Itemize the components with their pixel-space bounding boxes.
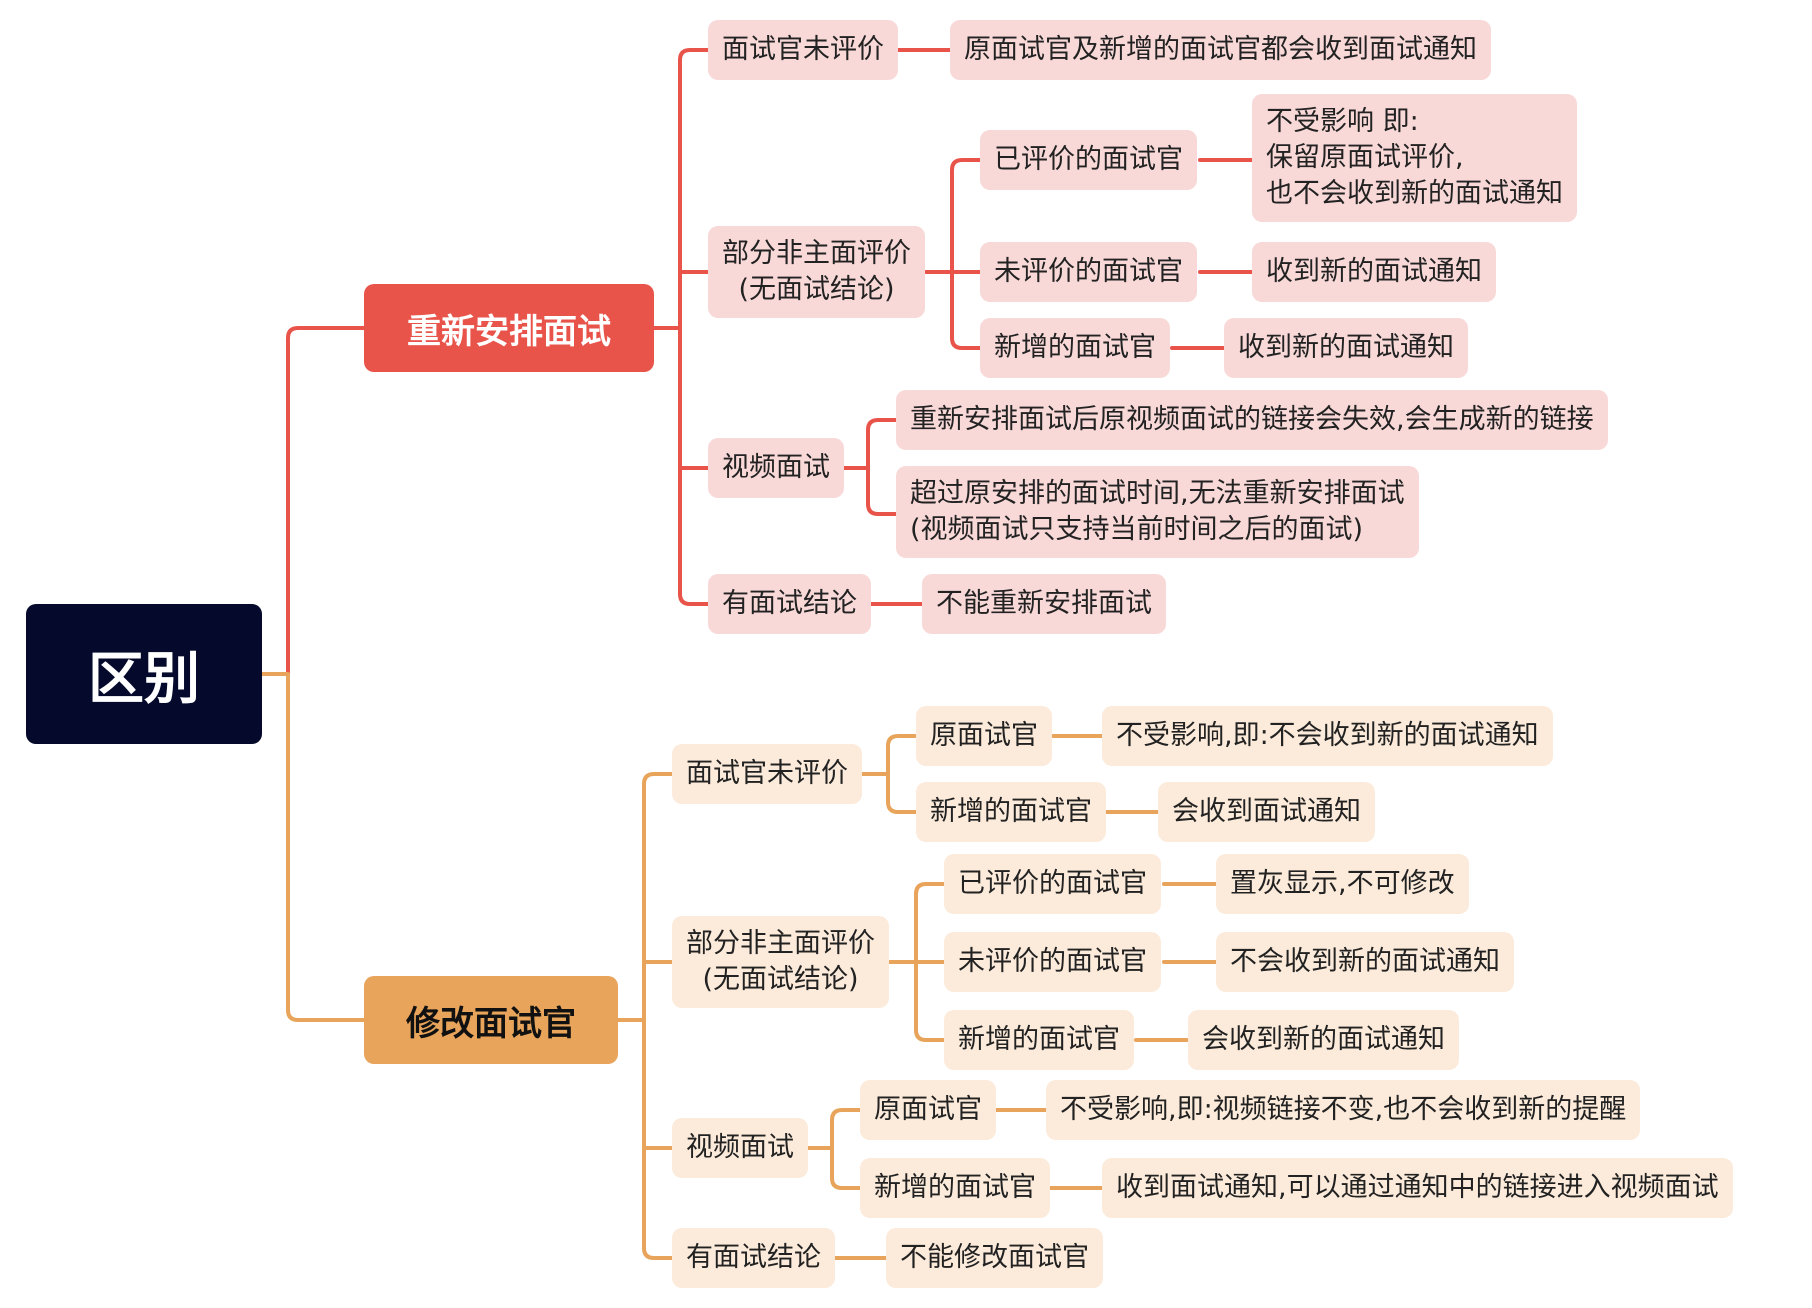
m-added2-result[interactable]: 会收到新的面试通知 (1188, 1010, 1459, 1070)
m-partial-label-line1: 部分非主面评价 (686, 928, 875, 959)
r-added-result[interactable]: 收到新的面试通知 (1224, 318, 1468, 378)
r-partial-node[interactable]: 部分非主面评价 (无面试结论) (708, 226, 925, 318)
r-reviewed-result-line1: 不受影响 即: (1266, 106, 1419, 137)
m-concluded-node[interactable]: 有面试结论 (672, 1228, 835, 1288)
r-video-note-2[interactable]: 超过原安排的面试时间,无法重新安排面试 (视频面试只支持当前时间之后的面试) (896, 466, 1419, 558)
r-partial-label-line1: 部分非主面评价 (722, 238, 911, 269)
r-video-note-2-line2: (视频面试只支持当前时间之后的面试) (910, 514, 1364, 545)
reschedule-interview-node[interactable]: 重新安排面试 (364, 284, 654, 372)
r-concluded-result[interactable]: 不能重新安排面试 (922, 574, 1166, 634)
m-video-node[interactable]: 视频面试 (672, 1118, 808, 1178)
m-notreviewed-node[interactable]: 未评价的面试官 (944, 932, 1161, 992)
m-video-added-node[interactable]: 新增的面试官 (860, 1158, 1050, 1218)
link-reschedule-spine (678, 48, 710, 606)
m-added-result[interactable]: 会收到面试通知 (1158, 782, 1375, 842)
link-root-reschedule (260, 326, 366, 676)
link-m-partial-spine (914, 882, 946, 1042)
link-r-video-spine (866, 418, 898, 516)
m-partial-node[interactable]: 部分非主面评价 (无面试结论) (672, 916, 889, 1008)
r-partial-label-line2: (无面试结论) (738, 274, 895, 305)
m-original-result[interactable]: 不受影响,即:不会收到新的面试通知 (1102, 706, 1553, 766)
modify-interviewer-node[interactable]: 修改面试官 (364, 976, 618, 1064)
r-video-note-1[interactable]: 重新安排面试后原视频面试的链接会失效,会生成新的链接 (896, 390, 1608, 450)
link-r-partial-spine (950, 158, 982, 350)
link-m-unreviewed-spine (886, 734, 918, 814)
m-original-node[interactable]: 原面试官 (916, 706, 1052, 766)
r-video-node[interactable]: 视频面试 (708, 438, 844, 498)
r-concluded-node[interactable]: 有面试结论 (708, 574, 871, 634)
r-reviewed-node[interactable]: 已评价的面试官 (980, 130, 1197, 190)
m-added2-node[interactable]: 新增的面试官 (944, 1010, 1134, 1070)
m-concluded-result[interactable]: 不能修改面试官 (886, 1228, 1103, 1288)
r-notreviewed-result[interactable]: 收到新的面试通知 (1252, 242, 1496, 302)
r-notreviewed-node[interactable]: 未评价的面试官 (980, 242, 1197, 302)
link-modify-spine (642, 772, 674, 1260)
link-root-modify (260, 672, 366, 1022)
root-node[interactable]: 区别 (26, 604, 262, 744)
m-video-original-result[interactable]: 不受影响,即:视频链接不变,也不会收到新的提醒 (1046, 1080, 1641, 1140)
m-reviewed-node[interactable]: 已评价的面试官 (944, 854, 1161, 914)
m-video-original-node[interactable]: 原面试官 (860, 1080, 996, 1140)
r-video-note-2-line1: 超过原安排的面试时间,无法重新安排面试 (910, 478, 1405, 509)
r-reviewed-result[interactable]: 不受影响 即: 保留原面试评价, 也不会收到新的面试通知 (1252, 94, 1577, 222)
r-unreviewed-node[interactable]: 面试官未评价 (708, 20, 898, 80)
m-partial-label-line2: (无面试结论) (702, 964, 859, 995)
m-reviewed-result[interactable]: 置灰显示,不可修改 (1216, 854, 1469, 914)
r-unreviewed-result[interactable]: 原面试官及新增的面试官都会收到面试通知 (950, 20, 1491, 80)
m-added-node[interactable]: 新增的面试官 (916, 782, 1106, 842)
m-unreviewed-node[interactable]: 面试官未评价 (672, 744, 862, 804)
r-reviewed-result-line3: 也不会收到新的面试通知 (1266, 178, 1563, 209)
r-added-node[interactable]: 新增的面试官 (980, 318, 1170, 378)
m-video-added-result[interactable]: 收到面试通知,可以通过通知中的链接进入视频面试 (1102, 1158, 1733, 1218)
m-notreviewed-result[interactable]: 不会收到新的面试通知 (1216, 932, 1514, 992)
r-reviewed-result-line2: 保留原面试评价, (1266, 142, 1464, 173)
link-m-video-spine (830, 1108, 862, 1190)
